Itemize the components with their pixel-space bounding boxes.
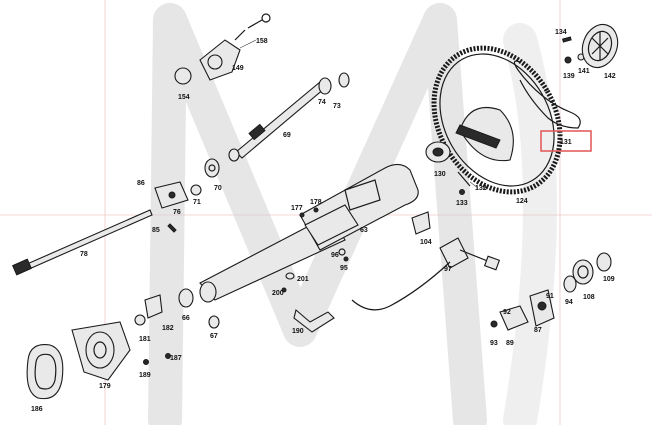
part-179-flange xyxy=(71,321,131,381)
part-201 xyxy=(285,272,295,280)
part-131-wire xyxy=(513,60,581,129)
part-142-cover xyxy=(581,23,619,69)
parts-177-178 xyxy=(299,207,319,218)
label-109: 109 xyxy=(603,276,615,283)
label-158: 158 xyxy=(256,38,268,45)
label-76: 76 xyxy=(173,209,181,216)
universal-joint xyxy=(154,181,189,209)
part-104-bracket xyxy=(411,211,431,235)
part-186-gasket xyxy=(26,344,64,400)
label-108: 108 xyxy=(583,294,595,301)
label-200: 200 xyxy=(272,290,284,297)
part-190-bracket xyxy=(293,309,335,333)
label-69: 69 xyxy=(283,132,291,139)
label-189: 189 xyxy=(139,372,151,379)
part-108-bearing xyxy=(572,259,594,285)
label-96: 96 xyxy=(331,252,339,259)
label-130: 130 xyxy=(434,171,446,178)
leader-lines xyxy=(239,39,479,189)
label-141: 141 xyxy=(578,68,590,75)
label-124: 124 xyxy=(516,198,528,205)
ignition-lock xyxy=(199,29,246,81)
label-186: 186 xyxy=(31,406,43,413)
label-67: 67 xyxy=(210,333,218,340)
part-134 xyxy=(562,36,572,43)
part-94-ring xyxy=(563,275,577,293)
label-179: 179 xyxy=(99,383,111,390)
part-189 xyxy=(143,359,149,365)
part-133-screw xyxy=(459,189,465,195)
label-95: 95 xyxy=(340,265,348,272)
part-73-ring xyxy=(338,72,350,88)
label-132: 132 xyxy=(475,185,487,192)
watermark-curve xyxy=(503,23,557,425)
label-74: 74 xyxy=(318,99,326,106)
part-70-inner xyxy=(208,164,216,172)
label-131: 131 xyxy=(560,139,572,146)
part-108-inner xyxy=(577,265,589,279)
label-92: 92 xyxy=(503,309,511,316)
part-182-clip xyxy=(144,294,163,319)
label-66: 66 xyxy=(182,315,190,322)
part-154-ring xyxy=(174,67,192,85)
part-200 xyxy=(281,287,287,293)
part-109-ring xyxy=(596,252,612,272)
label-190: 190 xyxy=(292,328,304,335)
label-87: 87 xyxy=(534,327,542,334)
label-86: 86 xyxy=(137,180,145,187)
label-182: 182 xyxy=(162,325,174,332)
highlight-box-131 xyxy=(540,130,592,152)
part-130-horn xyxy=(425,141,451,163)
label-89: 89 xyxy=(506,340,514,347)
part-71-ring xyxy=(190,184,202,196)
label-177: 177 xyxy=(291,205,303,212)
label-201: 201 xyxy=(297,276,309,283)
part-181-ring xyxy=(134,314,146,326)
lower-shaft xyxy=(11,209,153,276)
part-74-ring xyxy=(318,77,332,95)
label-78: 78 xyxy=(80,251,88,258)
part-139 xyxy=(564,56,572,64)
part-132-pin xyxy=(457,171,471,187)
label-142: 142 xyxy=(604,73,616,80)
part-95-screw xyxy=(343,256,349,262)
part-66-bushing xyxy=(178,288,194,308)
label-133: 133 xyxy=(456,200,468,207)
label-85: 85 xyxy=(152,227,160,234)
label-63: 63 xyxy=(360,227,368,234)
key xyxy=(247,13,271,29)
part-67-ring xyxy=(208,315,220,329)
label-139: 139 xyxy=(563,73,575,80)
label-181: 181 xyxy=(139,336,151,343)
label-71: 71 xyxy=(193,199,201,206)
label-97: 97 xyxy=(444,266,452,273)
label-73: 73 xyxy=(333,103,341,110)
part-97-switch xyxy=(351,237,501,311)
label-93: 93 xyxy=(490,340,498,347)
label-178: 178 xyxy=(310,199,322,206)
part-187 xyxy=(165,353,171,359)
label-149: 149 xyxy=(232,65,244,72)
label-91: 91 xyxy=(546,293,554,300)
label-187: 187 xyxy=(170,355,182,362)
label-104: 104 xyxy=(420,239,432,246)
label-70: 70 xyxy=(214,185,222,192)
part-96-washer xyxy=(338,248,346,256)
part-63-housing xyxy=(304,204,359,246)
part-70-bearing xyxy=(204,158,220,178)
label-154: 154 xyxy=(178,94,190,101)
part-85-bolt xyxy=(167,223,177,233)
switch-assembly xyxy=(490,289,555,331)
label-94: 94 xyxy=(565,299,573,306)
label-134: 134 xyxy=(555,29,567,36)
part-labels: 158 149 154 74 73 69 70 86 76 71 85 78 1… xyxy=(31,29,616,413)
upper-shaft xyxy=(228,81,326,162)
